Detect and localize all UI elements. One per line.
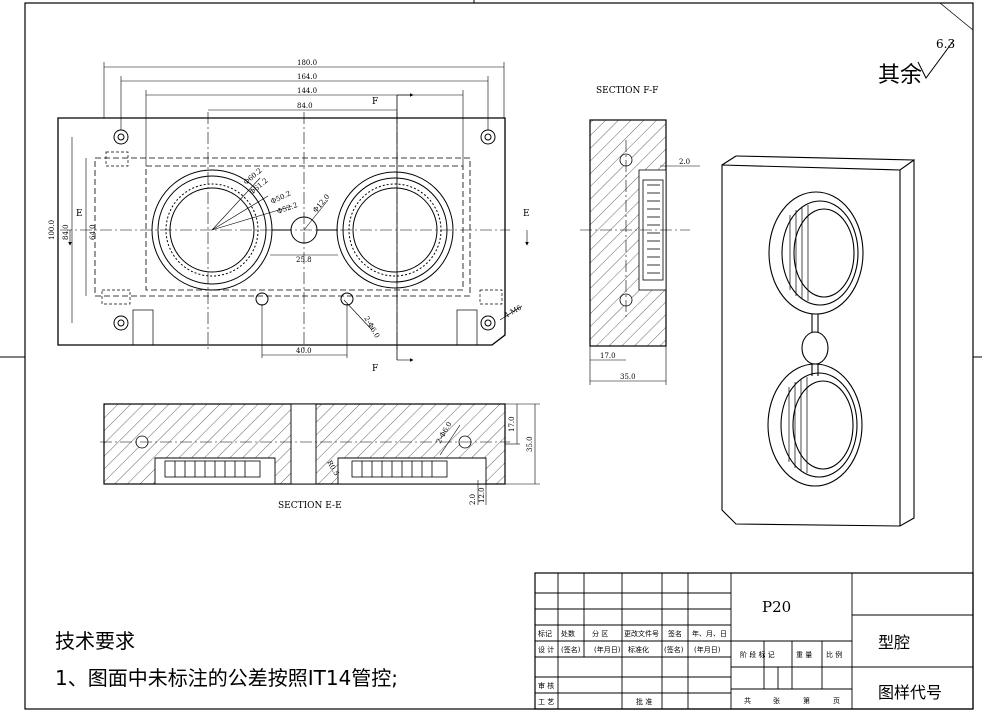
section-ee <box>100 403 540 505</box>
tb-date: 年、月、日 <box>692 629 727 638</box>
section-ff-dim-35: 35.0 <box>620 373 636 381</box>
dim-d12: Φ12.0 <box>311 193 331 214</box>
roughness-symbol: 其余 6.3 <box>878 37 955 88</box>
tb-sign: 签名 <box>668 629 682 638</box>
front-dim-lines <box>57 62 529 362</box>
tb-stage-mark: 阶 段 标 记 <box>740 650 775 659</box>
dim-164: 164.0 <box>297 73 317 81</box>
tb-page: 页 <box>833 697 840 705</box>
tb-total: 共 <box>744 696 751 705</box>
section-ee-dim-2: 2.0 <box>469 494 477 505</box>
section-ff-dim-17: 17.0 <box>600 352 616 360</box>
section-ee-dim-17: 17.0 <box>508 416 516 432</box>
tb-design: 设 计 <box>538 645 554 654</box>
dim-r6: 2-Φ6.0 <box>362 315 381 340</box>
tb-drawing-code: 图样代号 <box>878 683 942 702</box>
tb-change-doc: 更改文件号 <box>624 629 659 638</box>
cut-label-e-right: E <box>523 209 530 219</box>
tb-count: 处数 <box>561 629 575 638</box>
dim-m6: 4-M6 <box>503 303 523 319</box>
dim-100: 100.0 <box>48 220 56 240</box>
dim-144: 144.0 <box>297 87 317 95</box>
section-ee-dim-12: 12.0 <box>478 487 486 503</box>
title-block <box>534 572 974 710</box>
section-ff <box>580 119 700 385</box>
tb-scale: 比 例 <box>826 650 842 659</box>
notes-title: 技术要求 <box>55 629 135 653</box>
title-block-texts: 标记 处数 分 区 更改文件号 签名 年、月、日 设 计 (签名) (年月日) … <box>538 598 942 706</box>
tb-mark: 标记 <box>538 629 552 638</box>
dim-d52: Φ52.2 <box>276 201 299 216</box>
section-ff-title: SECTION F-F <box>596 86 658 96</box>
tb-design-date: (年月日) <box>594 645 621 654</box>
tb-part-name: 型腔 <box>878 633 910 652</box>
roughness-prefix: 其余 <box>878 63 922 88</box>
tb-sheets: 张 <box>773 696 780 705</box>
section-ee-title: SECTION E-E <box>278 501 342 511</box>
isometric-view <box>721 155 915 527</box>
roughness-value: 6.3 <box>936 37 955 51</box>
cut-label-e-left: E <box>76 209 83 219</box>
tb-approve: 批 准 <box>636 697 652 706</box>
tb-standard-date: (年月日) <box>694 645 721 654</box>
notes-item-1: 1、图面中未标注的公差按照IT14管控; <box>55 666 398 690</box>
section-ff-dim-2: 2.0 <box>679 158 690 166</box>
tb-design-sign: (签名) <box>561 645 581 654</box>
cut-label-f-top: F <box>372 97 378 107</box>
tb-review: 审 核 <box>538 681 554 690</box>
dim-84h: 84.0 <box>62 224 70 240</box>
dim-64: 64.0 <box>89 224 97 240</box>
tb-zone: 分 区 <box>592 629 608 638</box>
dim-180: 180.0 <box>297 59 317 67</box>
dim-84: 84.0 <box>297 102 313 110</box>
section-ff-texts: SECTION F-F 2.0 17.0 35.0 <box>596 86 690 381</box>
dim-40: 40.0 <box>296 347 312 355</box>
cut-label-f-bottom: F <box>372 364 378 374</box>
tb-no: 第 <box>803 696 810 705</box>
technical-notes: 技术要求 1、图面中未标注的公差按照IT14管控; <box>55 629 398 690</box>
tb-standard-sign: (签名) <box>664 645 684 654</box>
tb-standard: 标准化 <box>628 645 649 654</box>
section-ee-dim-35: 35.0 <box>526 436 534 452</box>
tb-process: 工 艺 <box>538 698 554 706</box>
tb-weight: 重 量 <box>796 651 812 659</box>
tb-part-no: P20 <box>762 598 791 616</box>
front-view <box>57 112 510 350</box>
dim-25: 25.8 <box>296 256 312 264</box>
